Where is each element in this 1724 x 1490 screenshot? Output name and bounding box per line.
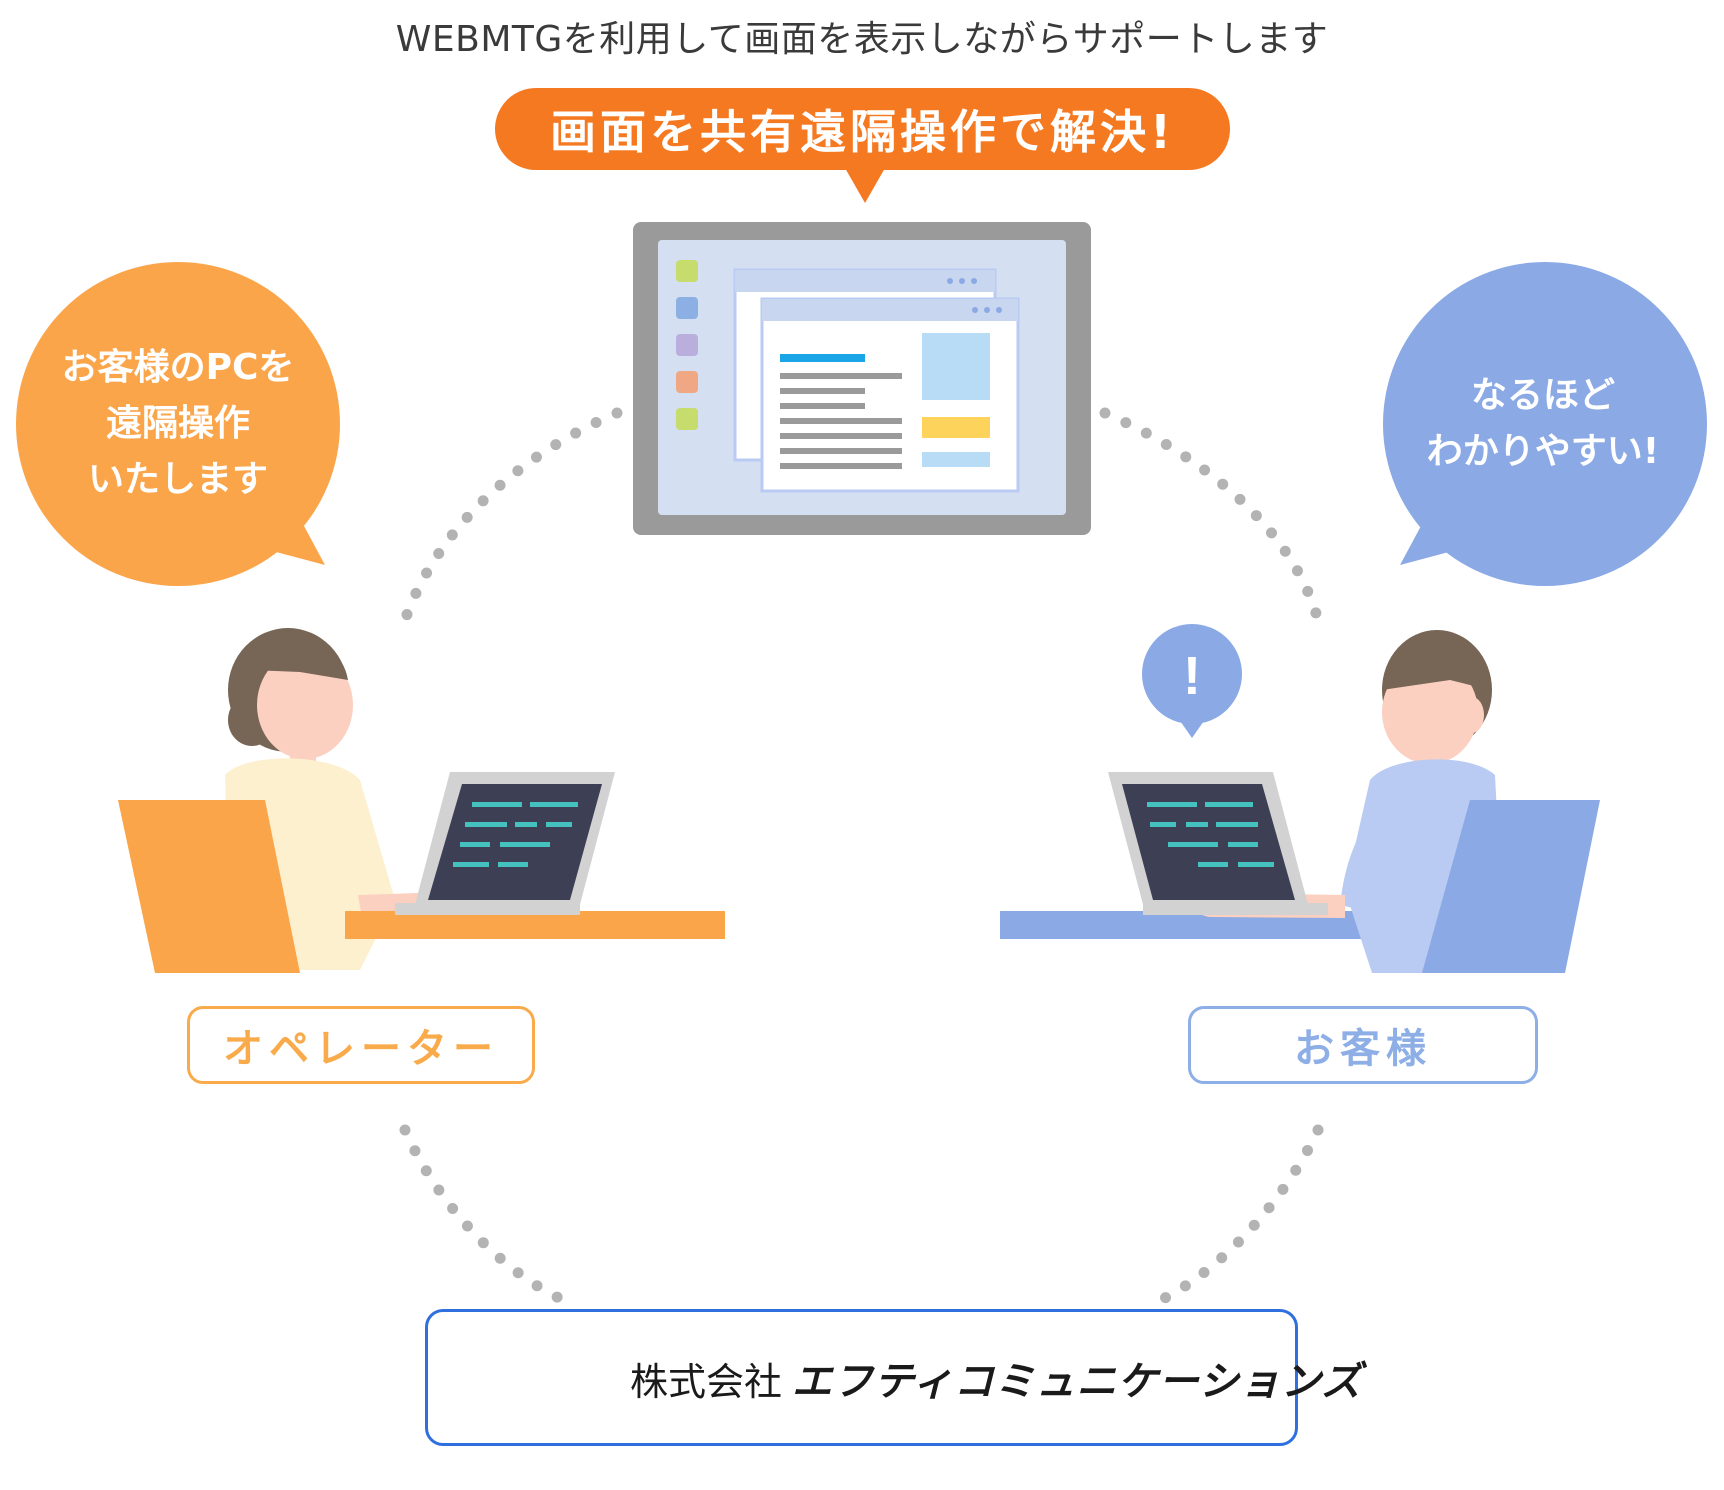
app-icon-blue: [676, 297, 698, 319]
operator-speech-bubble: [16, 262, 340, 586]
customer-laptop: [1108, 772, 1328, 915]
operator-laptop: [395, 772, 615, 915]
customer-bubble-line: なるほど: [1470, 375, 1615, 416]
customer-label: お客様: [1188, 1006, 1538, 1084]
shared-screen-monitor: [633, 222, 1091, 535]
customer-bubble-line: わかりやすい!: [1426, 431, 1660, 472]
operator-bubble-line: いたします: [87, 459, 268, 500]
top-caption: WEBMTGを利用して画面を表示しながらサポートします: [395, 19, 1329, 60]
operator-label: オペレーター: [187, 1006, 535, 1084]
app-icon-purple: [676, 334, 698, 356]
company-box: [425, 1309, 1298, 1446]
company-name: 株式会社 エフティコミュニケーションズ: [630, 1345, 1362, 1411]
exclamation-glyph: !: [1183, 646, 1201, 706]
app-icon-salmon: [676, 371, 698, 393]
company-main-name: エフティコミュニケーションズ: [792, 1359, 1363, 1405]
exclamation-bubble-icon: !: [1142, 624, 1242, 738]
operator-bubble-text: お客様のPCを 遠隔操作 いたします: [18, 264, 338, 584]
customer-bubble-text: なるほど わかりやすい!: [1383, 264, 1703, 584]
operator-figure: [118, 628, 725, 973]
headline-text: 画面を共有遠隔操作で解決!: [550, 105, 1175, 159]
customer-speech-bubble: [1383, 262, 1707, 586]
operator-bubble-line: お客様のPCを: [61, 347, 295, 388]
app-icon-green: [676, 260, 698, 282]
customer-figure: [1000, 630, 1600, 973]
app-icon-green-2: [676, 408, 698, 430]
operator-bubble-line: 遠隔操作: [105, 403, 250, 444]
headline-pill: [495, 88, 1230, 203]
company-type: 株式会社: [630, 1359, 783, 1404]
